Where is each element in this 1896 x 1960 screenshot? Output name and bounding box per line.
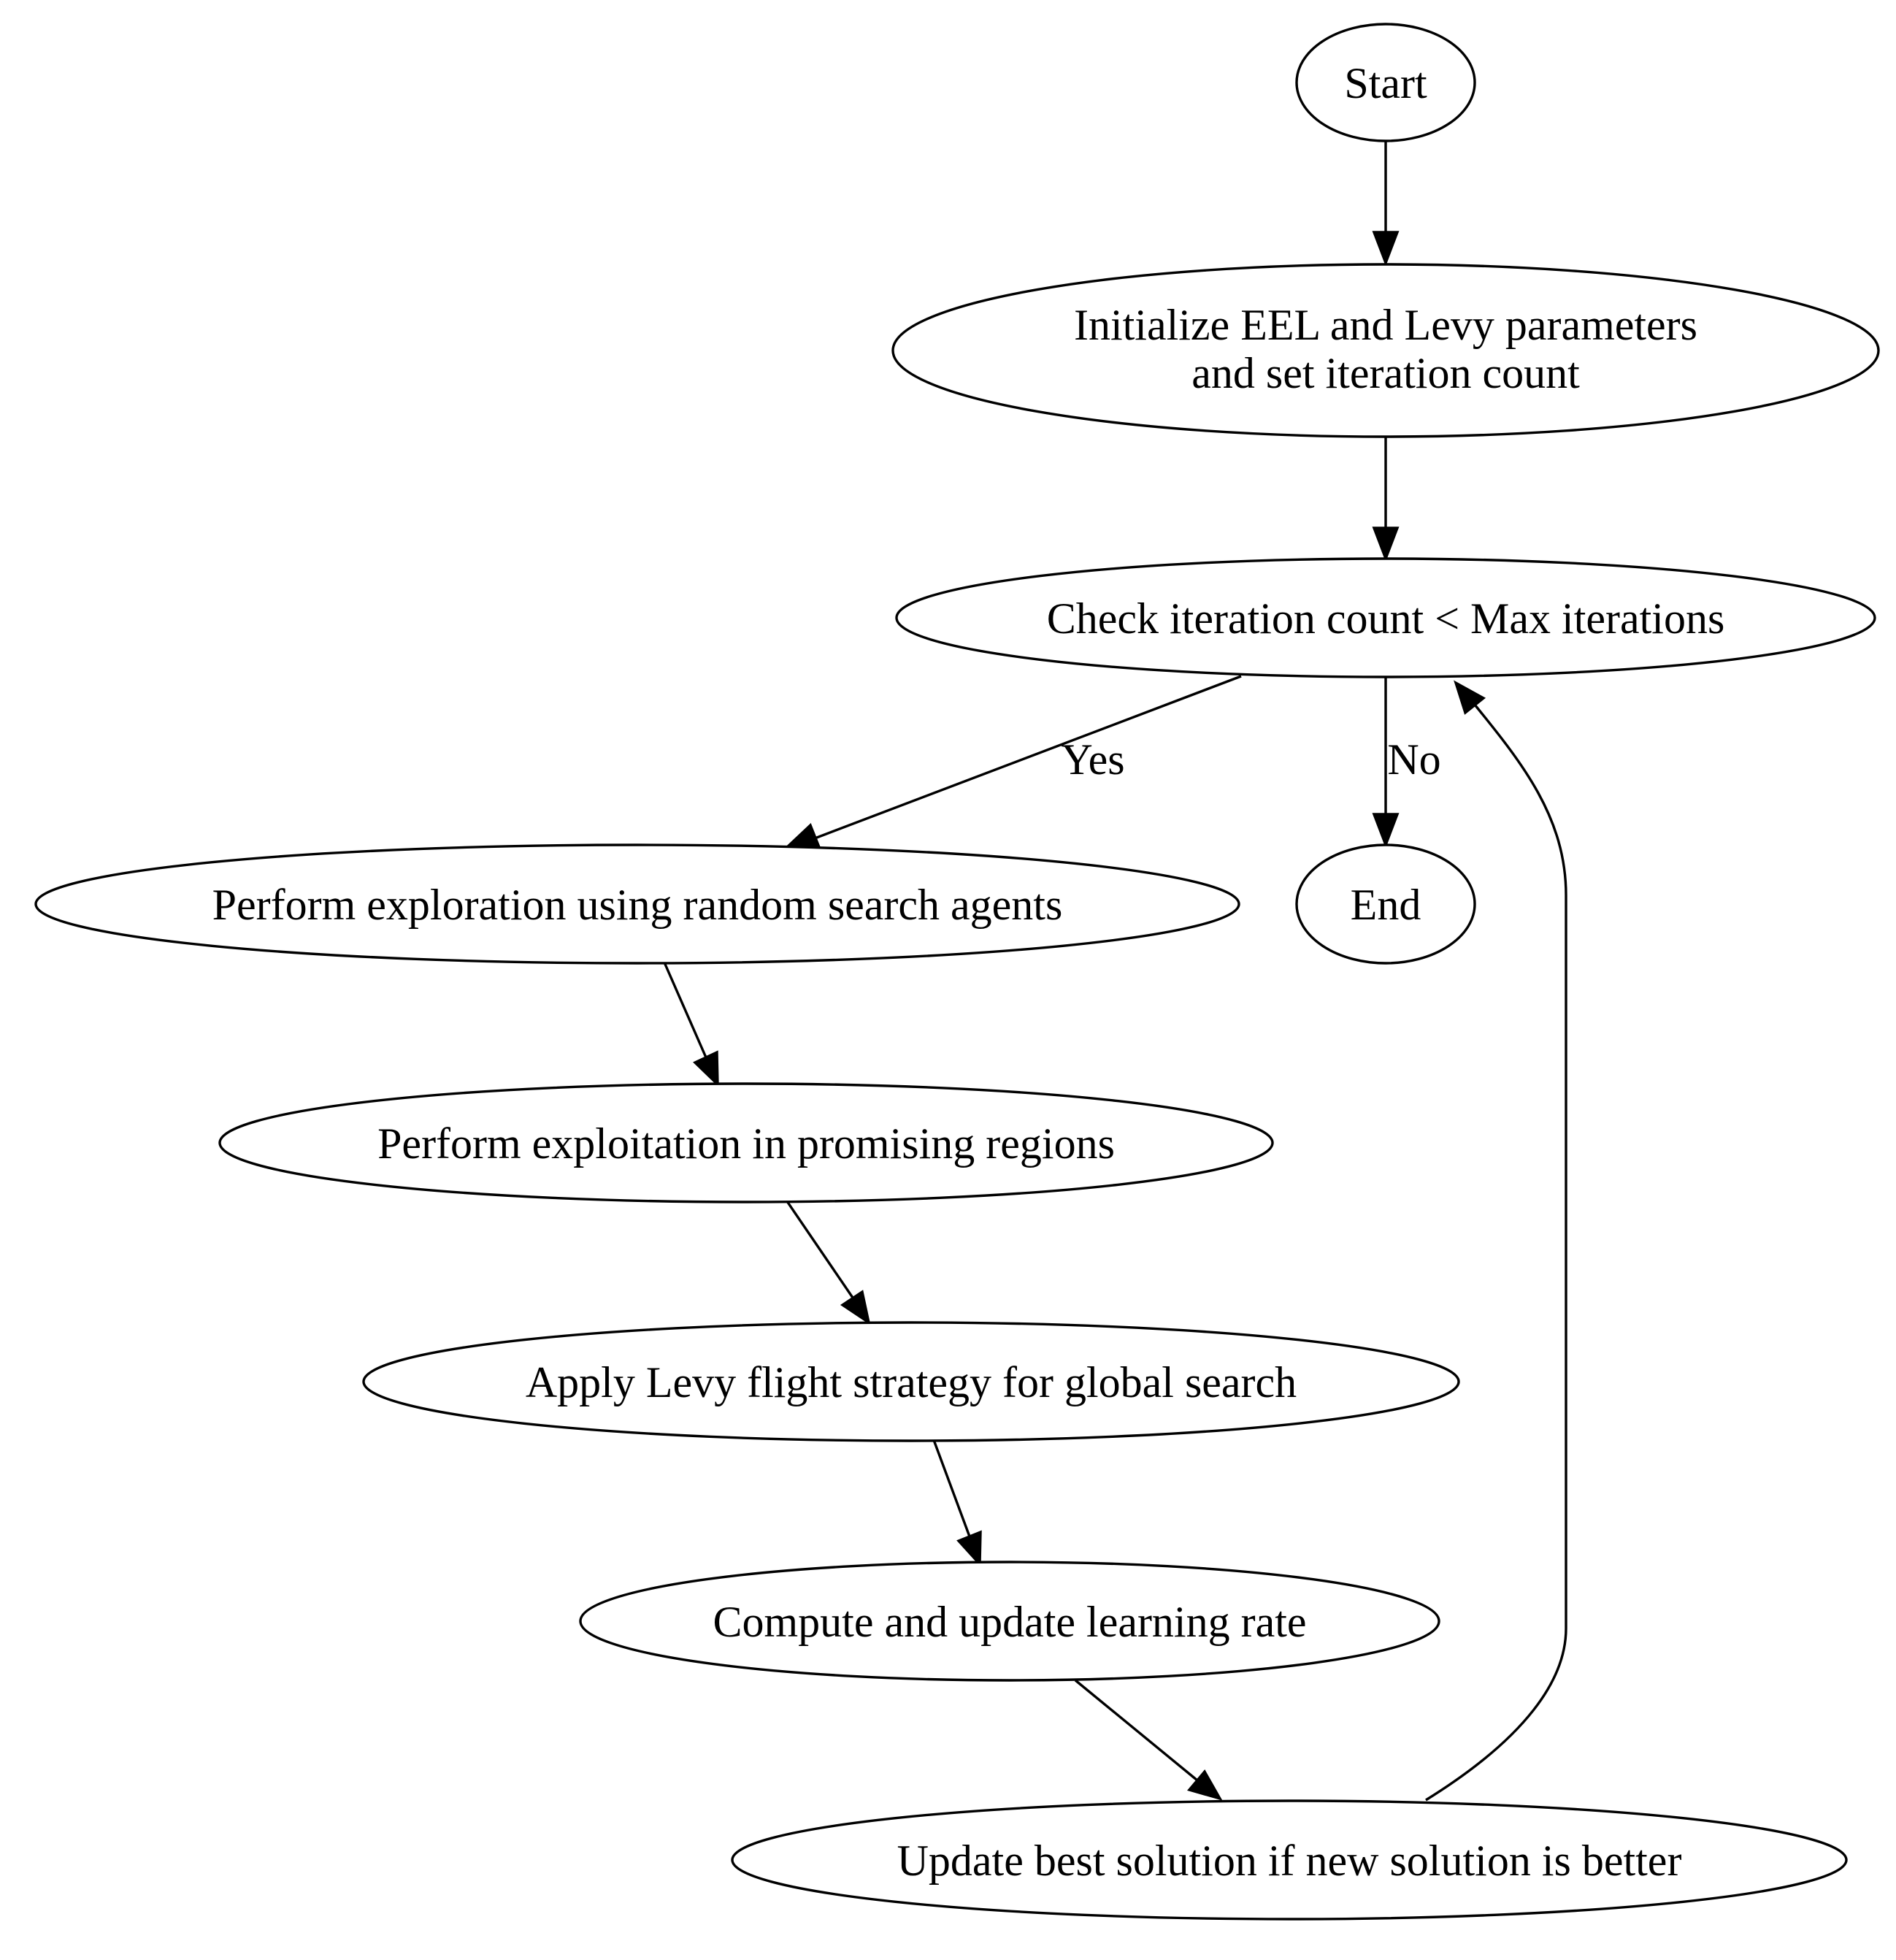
node-init-label-line2: and set iteration count	[1191, 349, 1580, 397]
edge-learning-rate-to-update-best	[1074, 1679, 1223, 1801]
node-check: Check iteration count < Max iterations	[895, 557, 1876, 678]
edge-check-to-exploration	[782, 675, 1242, 850]
node-learning-rate-label: Compute and update learning rate	[713, 1598, 1306, 1646]
node-exploitation-label: Perform exploitation in promising region…	[377, 1119, 1115, 1168]
node-init-label-line1: Initialize EEL and Levy parameters	[1074, 301, 1697, 349]
node-exploitation: Perform exploitation in promising region…	[218, 1082, 1274, 1203]
node-start: Start	[1295, 23, 1476, 142]
node-update-best: Update best solution if new solution is …	[731, 1799, 1848, 1921]
node-levy: Apply Levy flight strategy for global se…	[362, 1321, 1460, 1442]
node-update-best-label: Update best solution if new solution is …	[897, 1837, 1682, 1885]
node-check-label: Check iteration count < Max iterations	[1047, 594, 1725, 643]
edge-levy-to-learning-rate	[932, 1439, 982, 1568]
node-exploration: Perform exploration using random search …	[34, 843, 1240, 965]
edge-init-to-check	[1372, 437, 1400, 562]
node-levy-label: Apply Levy flight strategy for global se…	[526, 1358, 1297, 1406]
edge-start-to-init	[1372, 141, 1400, 267]
edge-label-no: No	[1387, 735, 1440, 784]
node-learning-rate: Compute and update learning rate	[579, 1561, 1440, 1682]
node-init: Initialize EEL and Levy parameters and s…	[891, 263, 1880, 438]
node-exploration-label: Perform exploration using random search …	[212, 881, 1063, 929]
edge-exploitation-to-levy	[786, 1201, 871, 1325]
edge-update-best-to-check	[1425, 680, 1567, 1802]
node-end-label: End	[1351, 881, 1421, 929]
edge-label-yes: Yes	[1061, 735, 1124, 784]
edge-check-to-end	[1372, 678, 1400, 849]
node-start-label: Start	[1344, 59, 1427, 107]
node-end: End	[1295, 843, 1476, 965]
edge-exploration-to-exploitation	[663, 962, 719, 1088]
